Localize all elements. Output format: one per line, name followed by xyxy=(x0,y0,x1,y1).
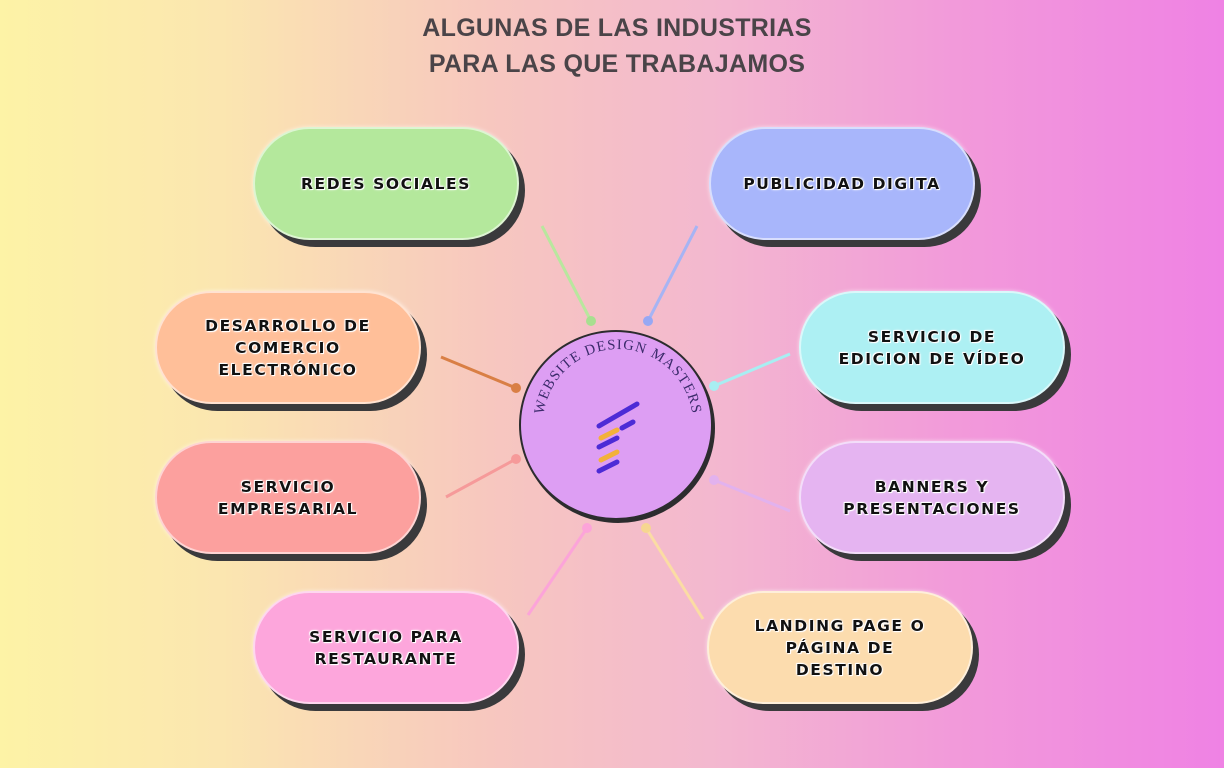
industry-servicio-empresarial: SERVICIO EMPRESARIAL xyxy=(155,441,421,554)
connector-dot-redes-sociales xyxy=(586,316,596,326)
industry-label: BANNERS Y PRESENTACIONES xyxy=(843,477,1021,518)
connector-empresarial xyxy=(445,457,517,499)
industry-banners-presentaciones: BANNERS Y PRESENTACIONES xyxy=(799,441,1065,554)
industry-landing-page: LANDING PAGE O PÁGINA DE DESTINO xyxy=(707,591,973,704)
connector-publicidad xyxy=(646,225,699,322)
industry-label: REDES SOCIALES xyxy=(300,174,472,193)
connector-dot-empresarial xyxy=(511,454,521,464)
industry-label: DESARROLLO DE COMERCIO ELECTRÓNICO xyxy=(205,316,371,379)
hub-graphic: WEBSITE DESIGN MASTERS xyxy=(532,337,705,474)
connector-landing xyxy=(644,527,705,620)
hub-label: WEBSITE DESIGN MASTERS xyxy=(532,337,705,416)
industry-label: SERVICIO DE EDICION DE VÍDEO xyxy=(838,327,1026,368)
industry-label: SERVICIO PARA RESTAURANTE xyxy=(309,627,463,668)
connector-dot-banners xyxy=(709,475,719,485)
connector-dot-landing xyxy=(641,523,651,533)
connector-dot-desarrollo xyxy=(511,383,521,393)
connector-redes-sociales xyxy=(540,225,593,322)
connector-dot-restaurante xyxy=(582,523,592,533)
industry-servicio-restaurante: SERVICIO PARA RESTAURANTE xyxy=(253,591,519,704)
connector-video xyxy=(713,352,791,388)
connector-dot-publicidad xyxy=(643,316,653,326)
connector-dot-video xyxy=(709,381,719,391)
industry-label: LANDING PAGE O PÁGINA DE DESTINO xyxy=(754,616,926,679)
title-line-1: ALGUNAS DE LAS INDUSTRIAS xyxy=(422,14,812,42)
industry-edicion-video: SERVICIO DE EDICION DE VÍDEO xyxy=(799,291,1065,404)
industry-desarrollo-comercio-electronico: DESARROLLO DE COMERCIO ELECTRÓNICO xyxy=(155,291,421,404)
diagram-title: ALGUNAS DE LAS INDUSTRIAS PARA LAS QUE T… xyxy=(0,10,1224,82)
connector-banners xyxy=(713,478,791,513)
connector-desarrollo xyxy=(440,355,517,390)
industry-label: SERVICIO EMPRESARIAL xyxy=(217,477,359,518)
industry-label: PUBLICIDAD DIGITA xyxy=(743,174,941,193)
website-design-masters-logo-icon xyxy=(596,401,640,474)
connector-restaurante xyxy=(526,527,589,616)
industry-publicidad-digital: PUBLICIDAD DIGITA xyxy=(709,127,975,240)
industry-redes-sociales: REDES SOCIALES xyxy=(253,127,519,240)
center-hub: WEBSITE DESIGN MASTERS xyxy=(519,330,713,520)
title-line-2: PARA LAS QUE TRABAJAMOS xyxy=(428,50,806,78)
